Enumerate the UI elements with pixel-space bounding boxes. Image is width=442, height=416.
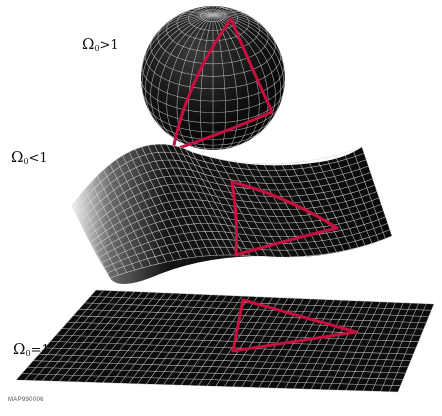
- saddle-grid-line: [79, 165, 369, 222]
- plane-grid-line: [38, 354, 409, 368]
- sphere-latitude-line: [141, 64, 214, 102]
- sphere-longitude-line: [141, 14, 214, 103]
- sphere-longitude-line: [176, 14, 214, 148]
- plane-grid-line: [95, 289, 435, 305]
- saddle-grid-line: [98, 210, 384, 258]
- sphere-longitude-line: [212, 14, 285, 79]
- sphere-longitude-line: [207, 6, 214, 15]
- omega-less-than-one-label: Ω0<1: [11, 148, 48, 166]
- sphere-longitude-line: [212, 9, 240, 16]
- sphere-longitude-line: [155, 13, 214, 35]
- saddle-grid-line: [74, 151, 365, 212]
- spherical-triangle: [171, 17, 274, 152]
- plane-grid-line: [67, 321, 422, 336]
- sphere-longitude-line: [177, 10, 214, 16]
- sphere-latitude-line: [141, 80, 214, 113]
- plane-grid-line: [33, 360, 406, 374]
- plane-grid-line: [73, 315, 424, 330]
- sphere-latitude-line: [203, 149, 214, 150]
- saddle-grid-line: [109, 235, 393, 279]
- plane-grid-line: [50, 341, 414, 355]
- sphere-latitude-line: [157, 26, 214, 65]
- sphere-latitude-line: [212, 26, 269, 65]
- sphere-longitude-line: [212, 14, 285, 103]
- hyperbolic-triangle: [230, 180, 339, 257]
- omega-greater-than-one-label: Ω0>1: [82, 35, 119, 53]
- sphere-longitude-line: [212, 14, 276, 133]
- sphere-longitude-line: [212, 13, 271, 35]
- plane-grid-line: [27, 366, 404, 380]
- sphere-longitude-line: [212, 6, 219, 15]
- sphere-latitude-line: [212, 149, 223, 150]
- sphere-longitude-line: [212, 10, 249, 16]
- sphere-longitude-line: [212, 14, 238, 149]
- plane-grid-line: [15, 379, 399, 393]
- sphere-longitude-line: [212, 14, 280, 51]
- image-credit-code: MAP990006: [8, 397, 44, 403]
- saddle-grid-line: [85, 178, 373, 232]
- saddle-grid-line: [88, 184, 375, 238]
- saddle-grid-line: [77, 159, 367, 217]
- plane-grid-line: [78, 309, 427, 324]
- sphere-latitude-line: [150, 38, 214, 77]
- closed-universe-sphere: [141, 6, 285, 152]
- sphere-latitude-line: [212, 15, 260, 53]
- sphere-longitude-line: [145, 14, 214, 120]
- sphere-longitude-line: [166, 14, 214, 145]
- sphere-latitude-line: [147, 107, 214, 133]
- saddle-grid-line: [96, 203, 382, 253]
- sphere-longitude-line: [186, 9, 214, 16]
- plane-grid-line: [90, 296, 432, 311]
- saddle-grid-line: [107, 229, 391, 274]
- sphere-latitude-line: [166, 15, 214, 53]
- sphere-latitude-line: [212, 38, 276, 77]
- sphere-longitude-line: [157, 14, 214, 140]
- sphere-longitude-line: [200, 6, 214, 15]
- sphere-longitude-line: [166, 12, 214, 23]
- sphere-longitude-line: [212, 14, 250, 148]
- sphere-longitude-line: [212, 14, 260, 145]
- plane-grid-line: [84, 302, 429, 317]
- sphere-longitude-line: [150, 14, 214, 133]
- sphere-longitude-line: [200, 14, 214, 150]
- omega-equals-one-label: Ω0=1: [13, 340, 50, 358]
- plane-grid-line: [44, 347, 411, 361]
- saddle-grid-line: [104, 223, 388, 268]
- saddle-grid-line: [71, 143, 363, 207]
- sphere-latitude-line: [212, 119, 272, 140]
- sphere-longitude-line: [212, 7, 232, 16]
- flat-triangle: [231, 298, 358, 353]
- open-universe-saddle: [71, 143, 393, 284]
- saddle-grid-line: [90, 191, 378, 243]
- sphere-longitude-line: [146, 14, 214, 51]
- sphere-longitude-line: [212, 12, 260, 23]
- flat-universe-plane: [15, 289, 435, 393]
- plane-grid-line: [61, 328, 419, 342]
- plane-grid-line: [21, 373, 401, 386]
- saddle-grid-line: [93, 197, 380, 248]
- sphere-longitude-line: [141, 14, 214, 76]
- sphere-longitude-line: [212, 14, 281, 120]
- sphere-latitude-line: [212, 77, 285, 113]
- sphere-latitude-line: [212, 64, 285, 102]
- sphere-longitude-line: [194, 7, 214, 16]
- sphere-longitude-line: [212, 6, 226, 15]
- saddle-grid-line: [82, 172, 371, 227]
